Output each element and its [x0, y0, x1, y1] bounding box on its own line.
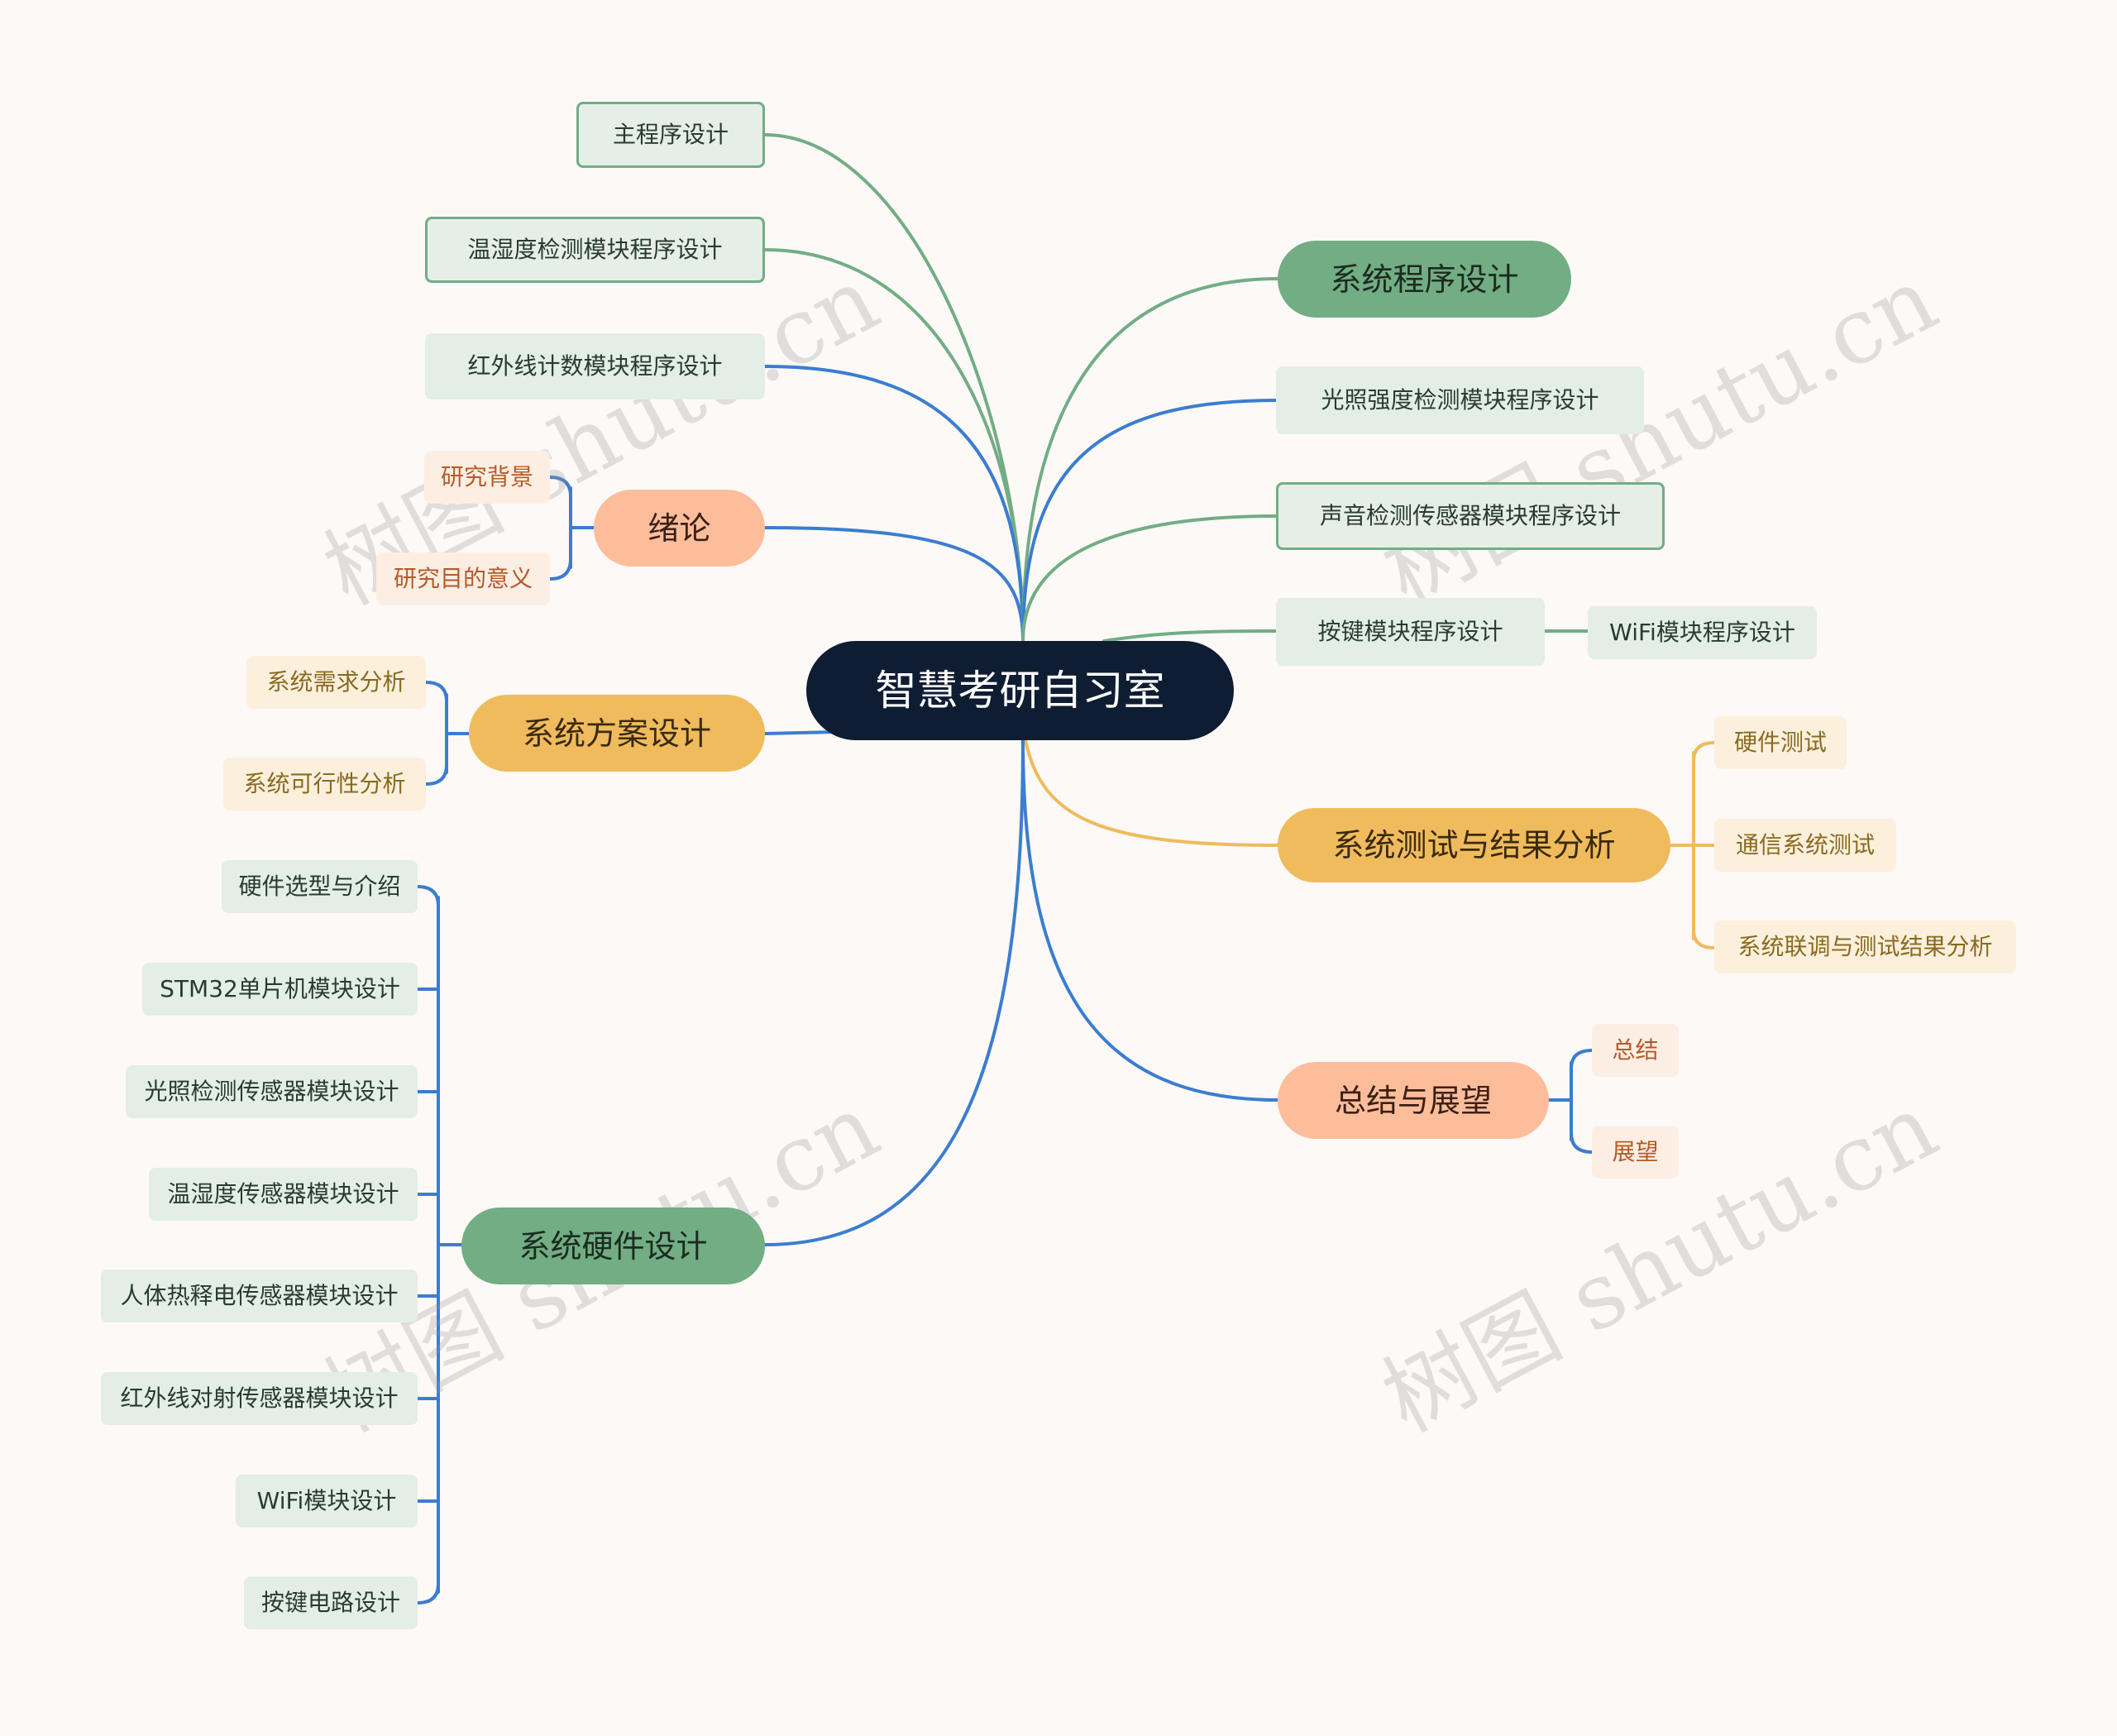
- program-item-wifi[interactable]: WiFi模块程序设计: [1588, 606, 1817, 659]
- branch-intro[interactable]: 绪论: [594, 490, 765, 567]
- edge-program: [1021, 277, 1279, 643]
- hardware-item-pir-sensor[interactable]: 人体热释电传感器模块设计: [101, 1270, 418, 1322]
- hardware-item-stm32[interactable]: STM32单片机模块设计: [142, 963, 418, 1016]
- branch-test[interactable]: 系统测试与结果分析: [1278, 808, 1670, 882]
- hardware-item-selection[interactable]: 硬件选型与介绍: [222, 860, 418, 913]
- branch-hardware[interactable]: 系统硬件设计: [461, 1208, 765, 1284]
- edge-hardware: [763, 739, 1025, 1246]
- hardware-item-key-circuit[interactable]: 按键电路设计: [244, 1576, 418, 1629]
- edge-plan-children: [424, 681, 471, 786]
- test-item-integration[interactable]: 系统联调与测试结果分析: [1714, 921, 2016, 973]
- intro-item-background[interactable]: 研究背景: [424, 451, 550, 504]
- program-item-ir-count[interactable]: 红外线计数模块程序设计: [425, 333, 765, 399]
- edge-plan: [763, 730, 837, 735]
- hardware-item-light-sensor[interactable]: 光照检测传感器模块设计: [126, 1065, 418, 1118]
- root-topic[interactable]: 智慧考研自习室: [806, 641, 1234, 740]
- hardware-item-temp-sensor[interactable]: 温湿度传感器模块设计: [149, 1168, 418, 1221]
- edge-ir-count-program: [763, 365, 1025, 643]
- summary-item-summary[interactable]: 总结: [1592, 1024, 1679, 1077]
- hardware-item-wifi[interactable]: WiFi模块设计: [236, 1475, 418, 1528]
- edge-key-program: [1102, 629, 1279, 643]
- plan-item-feasibility[interactable]: 系统可行性分析: [223, 758, 426, 811]
- program-item-sound[interactable]: 声音检测传感器模块程序设计: [1276, 482, 1665, 550]
- program-item-temp-humidity[interactable]: 温湿度检测模块程序设计: [425, 217, 765, 283]
- edge-hardware-children: [416, 885, 463, 1604]
- edge-intro: [763, 526, 1025, 643]
- edge-test-children: [1669, 741, 1716, 949]
- program-item-main[interactable]: 主程序设计: [576, 102, 765, 168]
- test-item-communication[interactable]: 通信系统测试: [1714, 819, 1896, 872]
- branch-summary[interactable]: 总结与展望: [1278, 1062, 1549, 1139]
- plan-item-requirements[interactable]: 系统需求分析: [246, 656, 426, 709]
- test-item-hardware[interactable]: 硬件测试: [1714, 716, 1847, 769]
- branch-plan[interactable]: 系统方案设计: [469, 695, 765, 772]
- branch-program[interactable]: 系统程序设计: [1278, 241, 1571, 318]
- edge-test: [1024, 739, 1279, 847]
- edge-sound-program: [1021, 514, 1279, 643]
- edge-light-program: [1021, 399, 1279, 643]
- intro-item-purpose[interactable]: 研究目的意义: [376, 552, 550, 605]
- edge-temp-humidity-program: [763, 248, 1025, 643]
- program-item-light[interactable]: 光照强度检测模块程序设计: [1276, 366, 1644, 434]
- summary-item-outlook[interactable]: 展望: [1592, 1126, 1679, 1179]
- edge-intro-children: [548, 476, 595, 581]
- hardware-item-ir-sensor[interactable]: 红外线对射传感器模块设计: [101, 1372, 418, 1425]
- edge-summary: [1021, 739, 1279, 1102]
- edge-summary-children: [1547, 1049, 1594, 1154]
- program-item-key[interactable]: 按键模块程序设计: [1276, 598, 1545, 666]
